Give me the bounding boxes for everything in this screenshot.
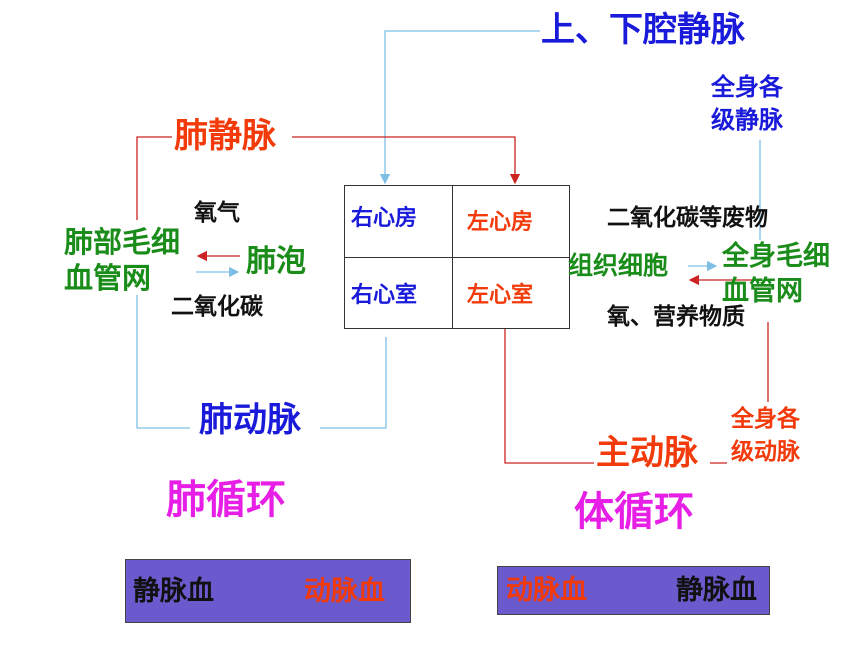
body-capillary-label-2: 血管网 (722, 276, 803, 307)
co2-label: 二氧化碳 (171, 294, 263, 320)
body-arteries-label-1: 全身各 (731, 406, 800, 432)
alveoli-label: 肺泡 (246, 244, 306, 279)
pulmonary-vein-label: 肺静脉 (174, 116, 276, 156)
heart-diagram (344, 185, 570, 329)
oxygen-label: 氧气 (194, 200, 240, 226)
pulmonary-blood-change-box (125, 559, 411, 623)
arterial-blood-label-2: 动脉血 (506, 575, 587, 606)
body-arteries-label-2: 级动脉 (731, 439, 800, 465)
right-ventricle: 右心室 (351, 283, 418, 308)
valve-line (345, 257, 569, 258)
pulmonary-artery-label: 肺动脉 (199, 400, 301, 440)
aorta-line (504, 322, 594, 464)
body-capillary-label-1: 全身毛细 (722, 241, 830, 272)
pulmonary-artery-line-2 (320, 337, 387, 429)
body-veins-label-2: 级静脉 (711, 106, 783, 134)
pulmonary-vein-line-2 (292, 136, 521, 185)
systemic-blood-change-box (497, 566, 770, 615)
arterial-blood-label: 动脉血 (304, 576, 385, 607)
lung-capillary-label-2: 血管网 (64, 261, 152, 295)
right-atrium: 右心房 (351, 206, 418, 231)
co2-waste-label: 二氧化碳等废物 (607, 205, 768, 231)
left-ventricle: 左心室 (467, 283, 534, 308)
pulmonary-artery-line (136, 295, 190, 429)
oxygen-nutrients-label: 氧、营养物质 (607, 304, 745, 330)
left-atrium: 左心房 (467, 210, 534, 235)
lung-capillary-label-1: 肺部毛细 (64, 225, 181, 259)
vena-cava-line (379, 30, 540, 185)
vena-cava-label: 上、下腔静脉 (541, 10, 745, 50)
body-veins-label-1: 全身各 (711, 73, 783, 101)
venous-blood-label: 静脉血 (133, 576, 214, 607)
systemic-circulation-title: 体循环 (574, 489, 694, 535)
aorta-label: 主动脉 (596, 433, 698, 473)
tissue-cells-label: 组织细胞 (568, 251, 669, 280)
venous-blood-label-2: 静脉血 (676, 575, 757, 606)
pulmonary-vein-line (136, 136, 172, 220)
pulmonary-circulation-title: 肺循环 (166, 477, 286, 523)
